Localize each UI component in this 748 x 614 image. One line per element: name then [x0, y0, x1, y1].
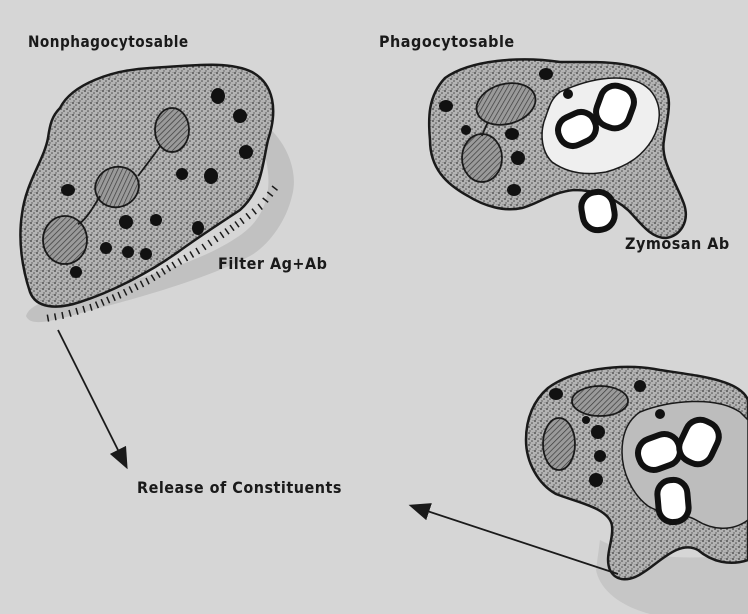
nucleus-lobe	[155, 108, 189, 152]
fringe-stroke	[196, 248, 200, 254]
label-zymosan-ab: Zymosan Ab	[625, 234, 730, 253]
label-filter-ag-ab: Filter Ag+Ab	[218, 254, 327, 273]
fringe-stroke	[202, 244, 206, 250]
label-nonphagocytosable: Nonphagocytosable	[28, 32, 189, 51]
degranulating-cell	[526, 367, 748, 614]
fringe-stroke	[208, 240, 212, 246]
nucleus-lobe	[462, 134, 502, 182]
fringe-stroke	[190, 252, 194, 258]
fringe-stroke	[230, 225, 234, 231]
nucleus-lobe	[543, 418, 575, 470]
engulfed-zymosan-particle	[656, 479, 690, 523]
fringe-stroke	[246, 213, 250, 219]
fringe-stroke	[225, 229, 229, 235]
phagocytosable-cell	[429, 59, 686, 238]
fringe-stroke	[240, 218, 244, 224]
label-phagocytosable: Phagocytosable	[379, 32, 515, 51]
nucleus-lobe	[572, 386, 628, 416]
fringe-stroke	[214, 236, 218, 242]
fringe-stroke	[252, 209, 256, 215]
arrow-from-degranulating-cell	[412, 506, 618, 574]
fringe-stroke	[220, 232, 224, 238]
fringe-stroke	[184, 255, 188, 261]
fringe-stroke	[258, 204, 262, 210]
fringe-stroke	[178, 259, 182, 265]
free-zymosan-particle	[579, 190, 617, 233]
arrow-to-release	[58, 330, 126, 466]
label-release-of-constituents: Release of Constituents	[137, 478, 342, 497]
fringe-stroke	[235, 222, 239, 228]
fringe-stroke	[172, 262, 176, 268]
nonphagocytosable-cell	[20, 65, 293, 322]
